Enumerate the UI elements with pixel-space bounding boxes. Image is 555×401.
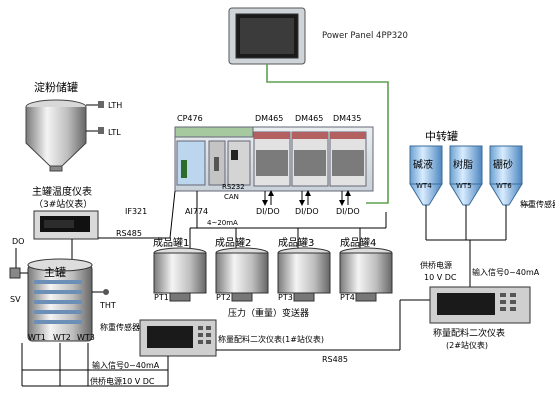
product-tank-2-label: 成品罐2 xyxy=(215,236,251,249)
right-power-supply-1: 供桥电源 xyxy=(420,260,452,270)
plc-cpu-label: CP476 xyxy=(177,114,203,123)
weigh-meter-2-title: 称量配料二次仪表 xyxy=(433,327,505,339)
wt2-label: WT2 xyxy=(53,333,71,342)
wt1-label: WT1 xyxy=(28,333,46,342)
transfer-tank-wiring xyxy=(425,204,530,290)
tht-label: THT xyxy=(99,301,116,310)
level-switch-low xyxy=(86,127,104,134)
product-tank-4-label: 成品罐4 xyxy=(340,236,376,249)
rs485-upper-label: RS485 xyxy=(116,229,142,238)
steam-valve-sv xyxy=(9,267,28,279)
power-panel-hmi xyxy=(228,7,306,65)
pt1-label: PT1 xyxy=(154,293,169,302)
transfer-tanks-title: 中转罐 xyxy=(425,129,458,143)
transfer-tank-2 xyxy=(449,145,483,206)
transfer-tank-3 xyxy=(489,145,523,206)
starch-silo-title: 淀粉储罐 xyxy=(34,80,78,94)
product-tank-2 xyxy=(215,247,269,302)
transfer-tank-3-name: 硼砂 xyxy=(493,158,513,171)
pt3-label: PT3 xyxy=(278,293,293,302)
pt2-label: PT2 xyxy=(216,293,231,302)
product-tank-1 xyxy=(153,247,207,302)
transfer-tank-1 xyxy=(409,145,443,206)
dido-label-1: DI/DO xyxy=(256,207,280,216)
weigh-meter-2-subtitle: (2#站仪表) xyxy=(446,340,488,350)
wt5-label: WT5 xyxy=(456,182,472,190)
ai-signal-label: 4~20mA xyxy=(207,219,238,227)
pt4-label: PT4 xyxy=(340,293,355,302)
level-low-label: LTL xyxy=(108,128,121,137)
dm-module-2: DM465 xyxy=(295,114,323,123)
transfer-tank-2-name: 树脂 xyxy=(453,158,473,171)
starch-silo xyxy=(25,99,87,172)
can-label: CAN xyxy=(224,193,239,201)
level-high-label: LTH xyxy=(108,101,122,110)
dido-label-2: DI/DO xyxy=(295,207,319,216)
weigh-meter-1-label: 称量配料二次仪表(1#站仪表) xyxy=(218,334,324,344)
product-tank-1-label: 成品罐1 xyxy=(153,236,189,249)
sv-label: SV xyxy=(10,295,21,304)
rs485-lower-line xyxy=(216,299,430,351)
main-tank-title: 主罐 xyxy=(44,266,66,279)
main-tank-wiring xyxy=(21,343,168,387)
plc-rack xyxy=(174,126,374,192)
bottom-input-signal: 输入信号0~40mA xyxy=(92,360,160,370)
temp-meter-device xyxy=(33,210,99,240)
main-tank-sensor-label: 称重传感器 xyxy=(100,322,140,332)
temp-meter-title: 主罐温度仪表 xyxy=(32,185,92,198)
rs232-label: RS232 xyxy=(222,183,245,191)
temp-sensor-tht xyxy=(92,289,109,295)
wt6-label: WT6 xyxy=(496,182,512,190)
right-power-supply-2: 10 V DC xyxy=(424,273,457,282)
dido-wiring xyxy=(262,190,351,206)
dido-label-3: DI/DO xyxy=(336,207,360,216)
temp-meter-subtitle: （3#站仪表） xyxy=(34,198,92,210)
pressure-transmitter-label: 压力（重量）变送器 xyxy=(228,307,309,319)
hmi-label: Power Panel 4PP320 xyxy=(322,31,408,41)
do-label: DO xyxy=(12,237,24,246)
transfer-sensor-label-1: 称重传感器 xyxy=(520,199,555,209)
bottom-power-supply: 供桥电源10 V DC xyxy=(90,376,155,386)
hmi-plc-cable xyxy=(266,64,389,190)
product-tank-4 xyxy=(339,247,393,302)
level-switch-high xyxy=(86,101,104,108)
wt4-label: WT4 xyxy=(416,182,432,190)
dm-module-1: DM465 xyxy=(255,114,283,123)
weigh-meter-2 xyxy=(429,286,531,324)
right-input-signal: 输入信号0~40mA xyxy=(472,267,540,277)
main-tank xyxy=(27,258,93,342)
rs485-lower-label: RS485 xyxy=(322,355,348,364)
dm-module-3: DM435 xyxy=(333,114,361,123)
if-module-label: IF321 xyxy=(125,207,147,216)
wt3-label: WT3 xyxy=(77,333,95,342)
rs485-upper-line xyxy=(98,190,176,239)
product-tank-3 xyxy=(277,247,331,302)
transfer-tank-1-name: 碱液 xyxy=(413,158,433,171)
product-tank-3-label: 成品罐3 xyxy=(278,236,314,249)
weigh-meter-1 xyxy=(139,319,217,357)
